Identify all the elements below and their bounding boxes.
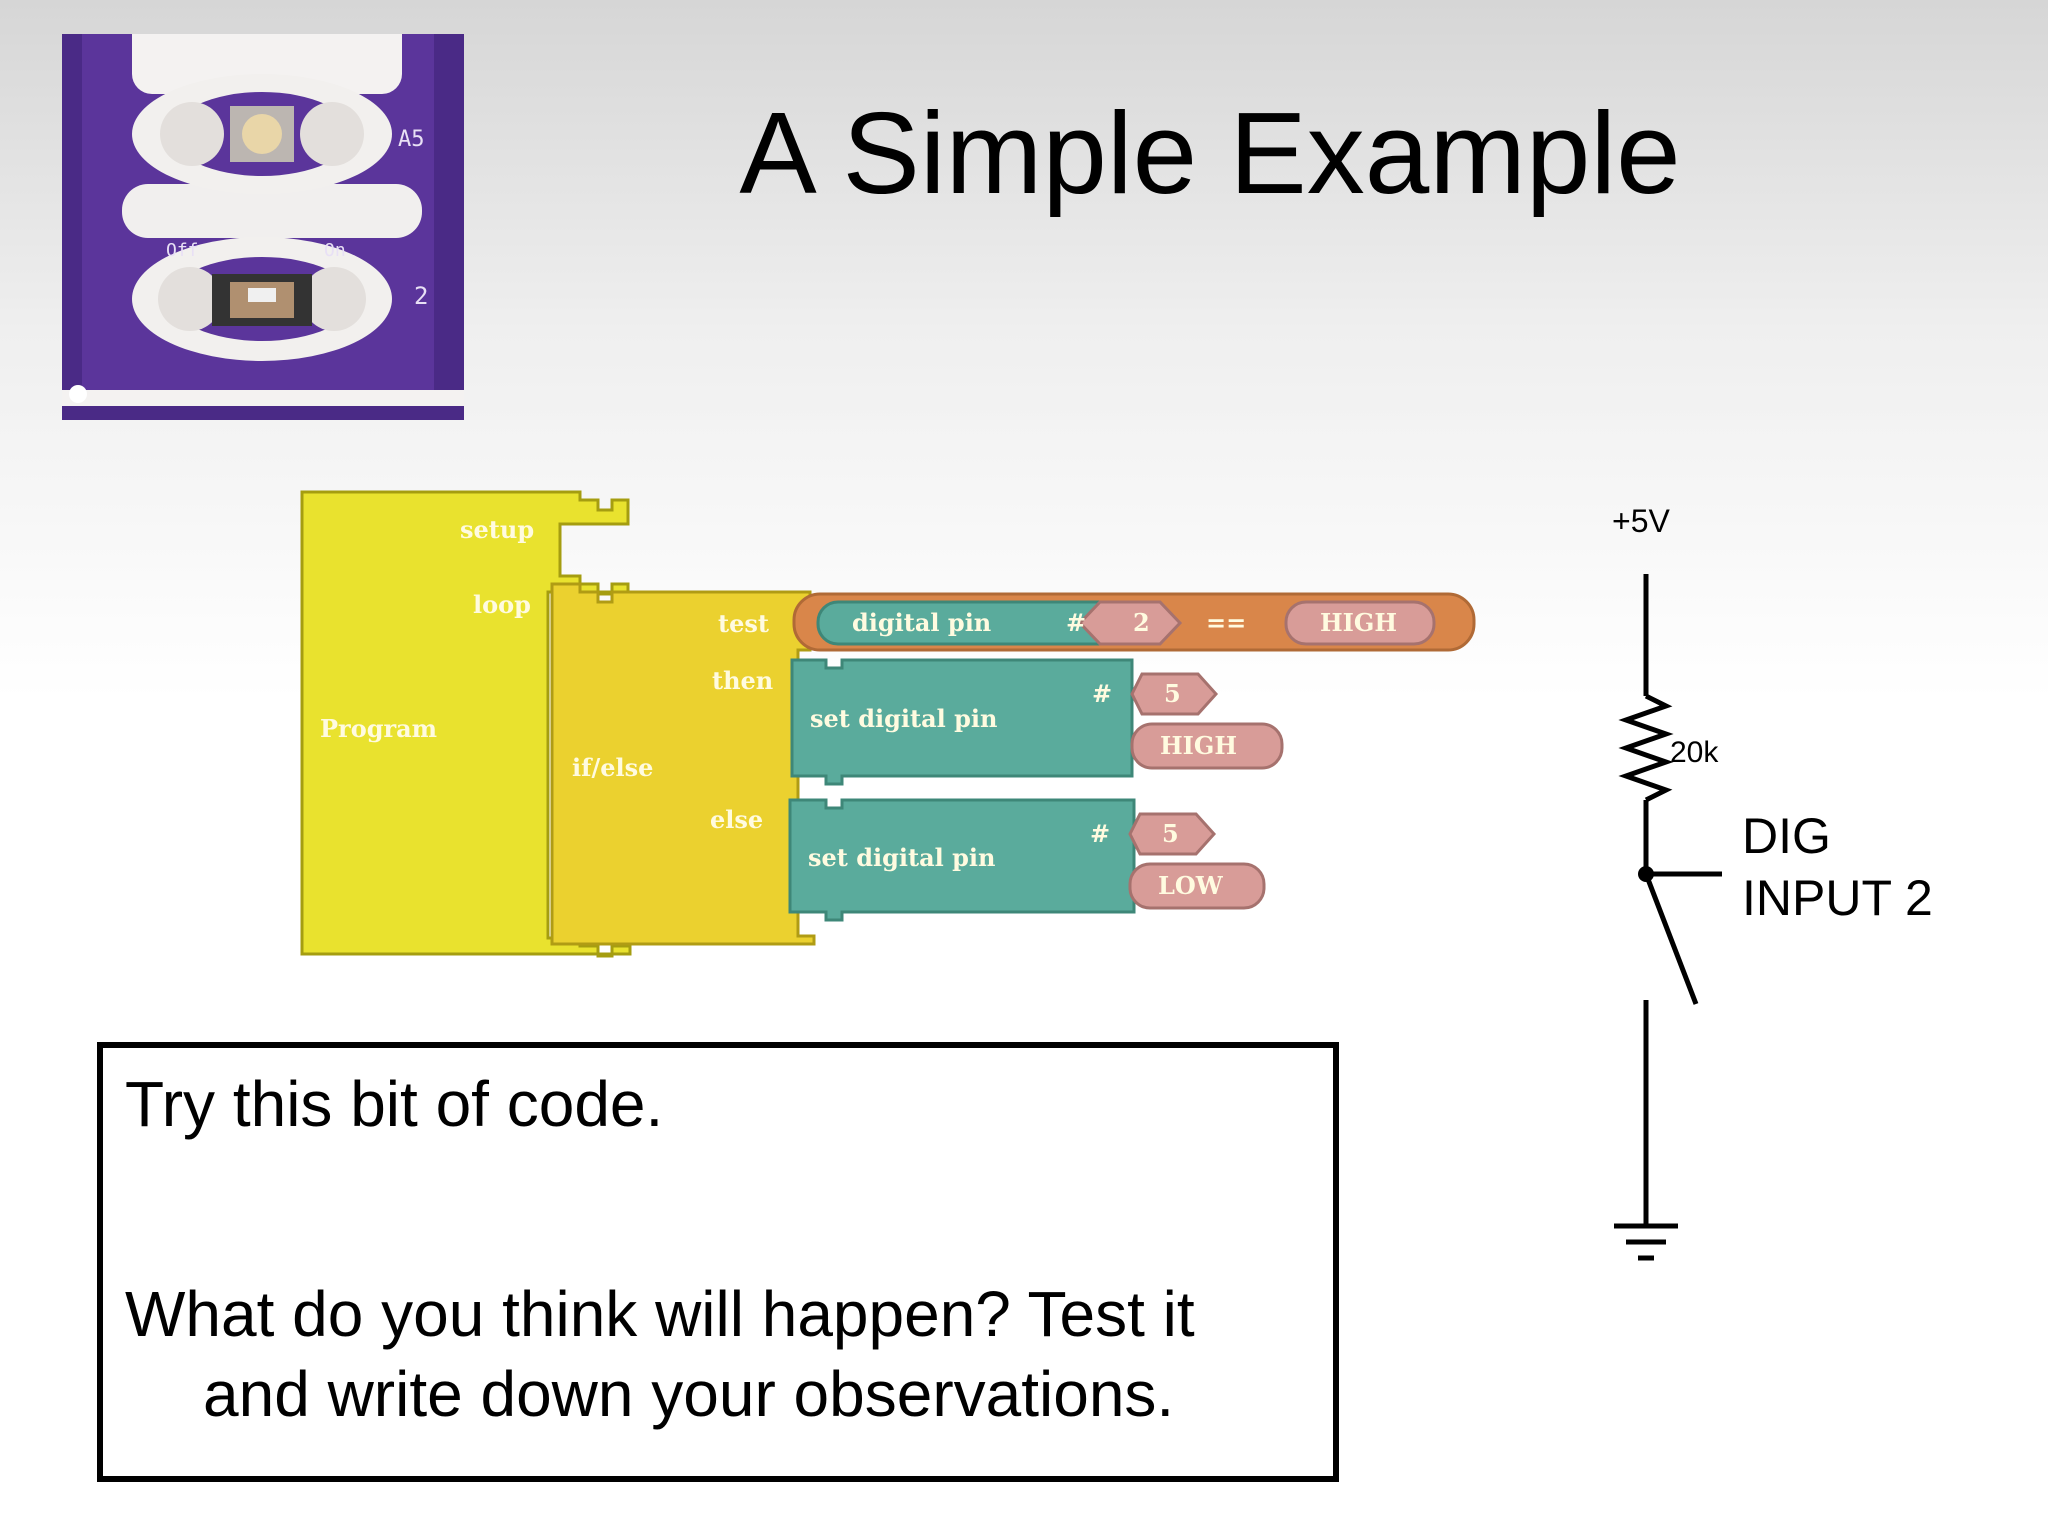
condition-digital-pin-label: digital pin	[852, 608, 991, 637]
then-hash-label: #	[1092, 679, 1112, 708]
condition-value-slot[interactable]	[1284, 600, 1436, 646]
condition-operator: ==	[1206, 608, 1246, 637]
condition-value: HIGH	[1320, 608, 1397, 637]
loop-label: loop	[473, 590, 531, 619]
then-value: HIGH	[1160, 731, 1237, 760]
else-pin-slot[interactable]	[1128, 812, 1217, 856]
task-line-2: What do you think will happen? Test it	[125, 1278, 1195, 1350]
else-label: else	[710, 805, 763, 834]
resistor-symbol	[1618, 693, 1674, 803]
if-else-label: if/else	[572, 753, 653, 782]
condition-pin-slot[interactable]	[1077, 600, 1183, 646]
else-hash-label: #	[1090, 819, 1110, 848]
board-label-on: On	[324, 240, 346, 261]
dig-input-label: DIG INPUT 2	[1742, 808, 1933, 926]
resistor-label: 20k	[1670, 736, 1719, 769]
else-statement-label: set digital pin	[808, 843, 995, 872]
task-line-1: Try this bit of code.	[125, 1068, 664, 1140]
switch-circuit-schematic: +5V 20k	[1612, 503, 1722, 1261]
condition-pin-value: 2	[1133, 608, 1150, 637]
program-label: Program	[320, 714, 437, 743]
block-program-diagram: Program setup loop if/else test then els…	[300, 490, 1476, 958]
supply-label: +5V	[1612, 503, 1670, 539]
test-label: test	[718, 609, 769, 638]
then-pin-slot[interactable]	[1130, 672, 1219, 716]
then-set-pin-block[interactable]	[790, 658, 1134, 786]
else-value-slot[interactable]	[1128, 862, 1266, 910]
task-line-3: and write down your observations.	[203, 1358, 1175, 1430]
else-value: LOW	[1158, 871, 1224, 900]
then-statement-label: set digital pin	[810, 704, 997, 733]
lilypad-board-photo: A5 2 Off On	[62, 34, 464, 420]
condition-hash-label: #	[1066, 608, 1086, 637]
ground-symbol	[1614, 1223, 1678, 1261]
board-label-off: Off	[166, 240, 199, 261]
board-label-a5: A5	[398, 127, 425, 152]
else-set-pin-block[interactable]	[788, 798, 1136, 922]
setup-label: setup	[460, 515, 534, 544]
then-value-slot[interactable]	[1130, 722, 1284, 770]
slide-title: A Simple Example	[739, 88, 1681, 218]
board-label-pin2: 2	[414, 282, 428, 310]
task-text-box: Try this bit of code. What do you think …	[97, 1042, 1339, 1482]
then-label: then	[712, 666, 773, 695]
then-pin-value: 5	[1164, 679, 1181, 708]
else-pin-value: 5	[1162, 819, 1179, 848]
if-else-block[interactable]	[550, 582, 816, 946]
switch-symbol	[1643, 873, 1699, 1005]
